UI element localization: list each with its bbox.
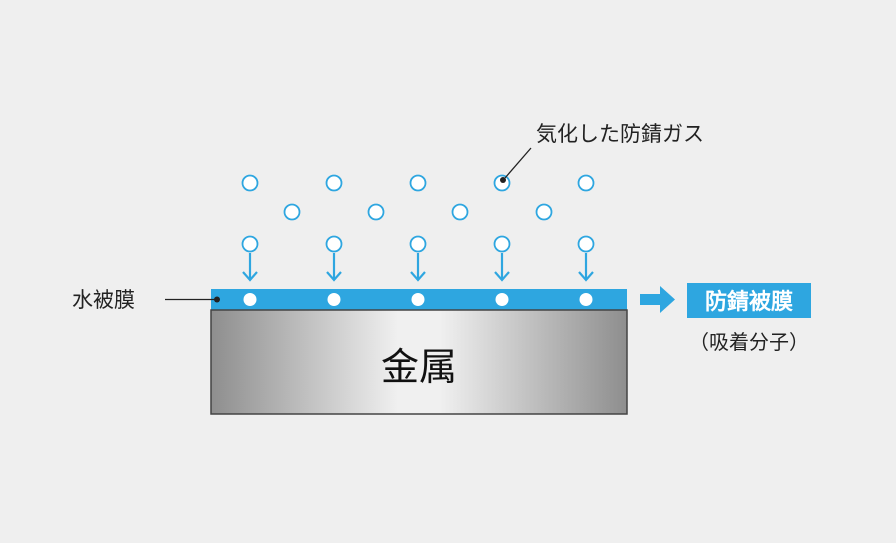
water-film-label: 水被膜 — [72, 288, 135, 312]
gas-molecule — [367, 203, 385, 221]
gas-molecule — [577, 235, 595, 253]
metal-block — [210, 309, 628, 415]
down-arrow-icon — [578, 253, 594, 282]
gas-molecules — [241, 174, 595, 253]
gas-molecule — [451, 203, 469, 221]
down-arrow-icon — [410, 253, 426, 282]
gas-molecule — [241, 235, 259, 253]
result-arrow-icon — [640, 286, 675, 313]
adsorbed-molecules — [243, 293, 593, 306]
result-box — [687, 283, 811, 318]
adsorbed-molecule — [243, 293, 257, 306]
gas-molecule — [577, 174, 595, 192]
gas-leader-dot — [500, 177, 506, 183]
gas-leader-line — [504, 147, 532, 179]
gas-molecule — [325, 174, 343, 192]
gas-molecule — [241, 174, 259, 192]
gas-molecule — [409, 235, 427, 253]
gas-molecule — [493, 235, 511, 253]
gas-molecule — [283, 203, 301, 221]
down-arrow-icon — [494, 253, 510, 282]
adsorbed-molecule — [495, 293, 509, 306]
water-film-leader-dot — [214, 296, 220, 303]
metal-label: 金属 — [381, 345, 457, 389]
adsorbed-molecule — [411, 293, 425, 306]
down-arrow-icon — [242, 253, 258, 282]
gas-molecule — [409, 174, 427, 192]
adsorbed-molecule — [579, 293, 593, 306]
adsorption-arrows — [242, 253, 594, 282]
gas-molecule — [535, 203, 553, 221]
result-sub-label: （吸着分子） — [689, 330, 809, 354]
result-label: 防錆被膜 — [705, 289, 793, 315]
gas-molecule — [325, 235, 343, 253]
adsorbed-molecule — [327, 293, 341, 306]
gas-label: 気化した防錆ガス — [536, 122, 704, 146]
down-arrow-icon — [326, 253, 342, 282]
